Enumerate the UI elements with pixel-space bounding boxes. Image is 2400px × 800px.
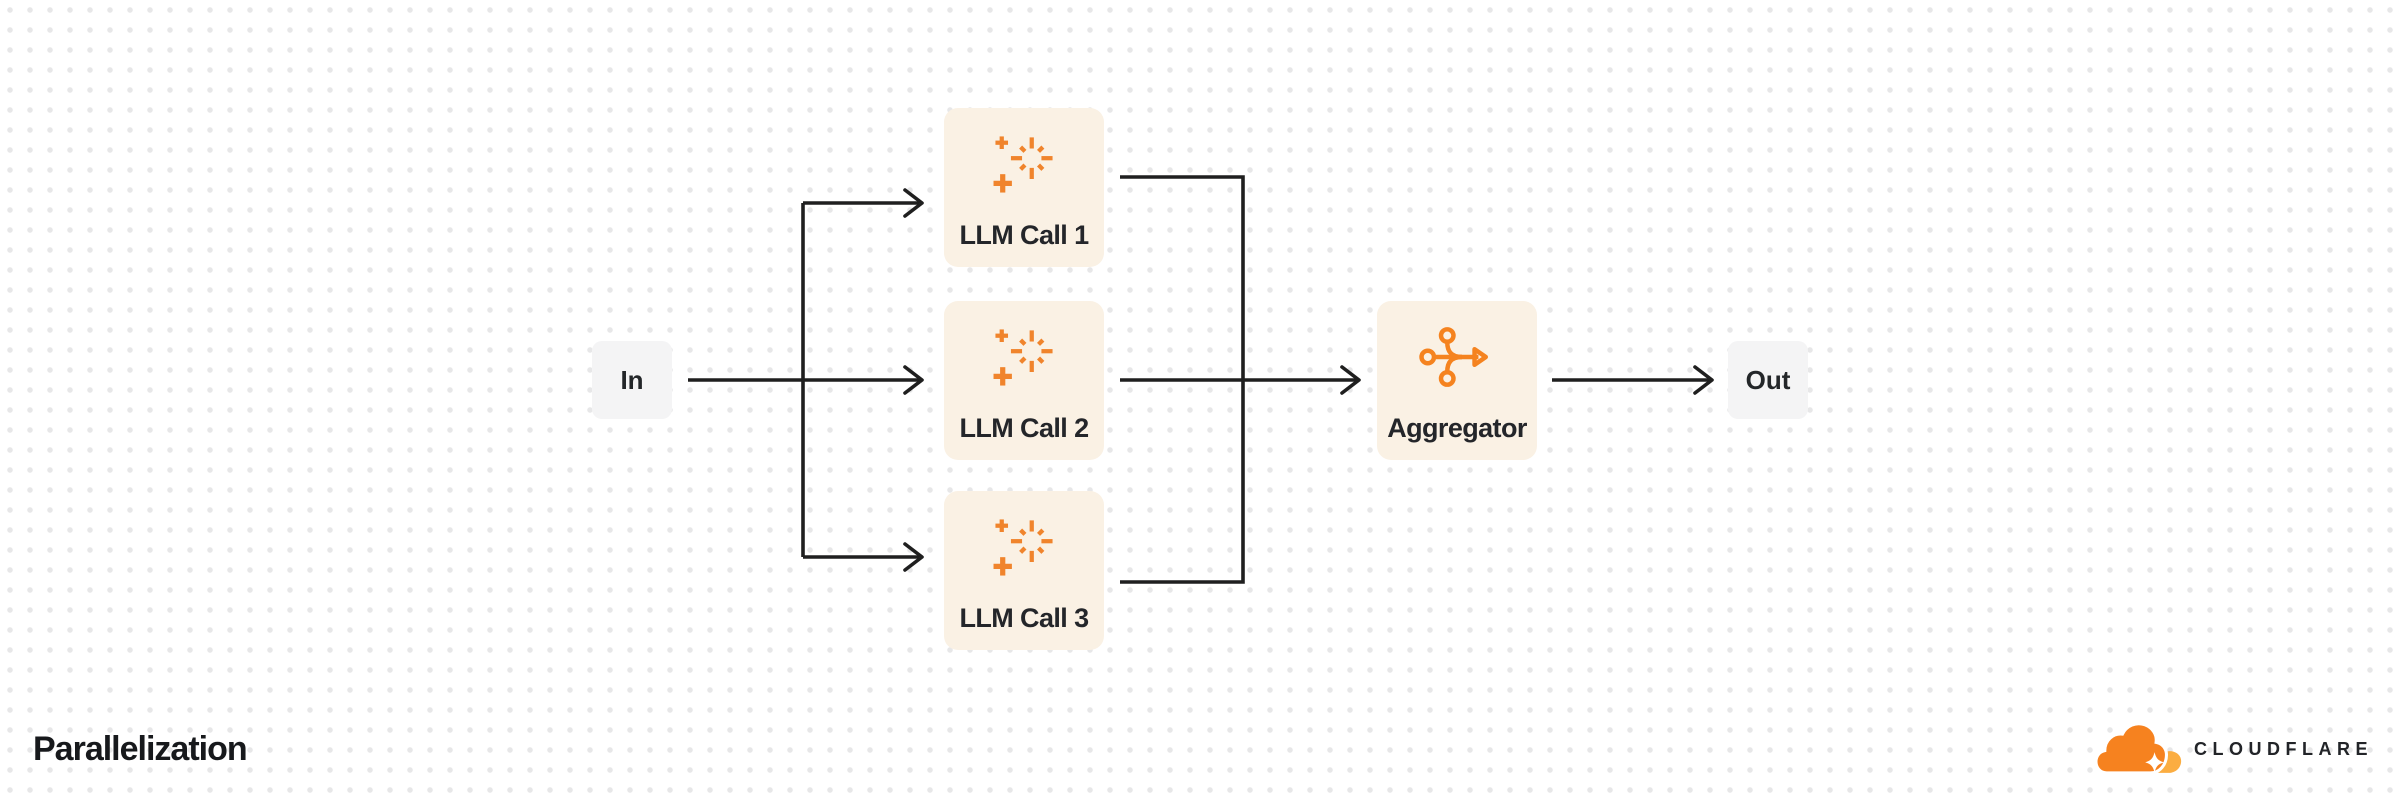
- page-title: Parallelization: [33, 730, 248, 768]
- arrowhead-aggregator: [1340, 365, 1361, 395]
- node-in-label: In: [620, 364, 644, 395]
- node-in: In: [592, 341, 672, 419]
- arrowhead-out: [1693, 365, 1714, 395]
- node-llm-call-2-label: LLM Call 2: [959, 413, 1089, 443]
- node-out: Out: [1728, 341, 1808, 419]
- node-aggregator: Aggregator: [1377, 301, 1537, 460]
- sparkle-icon: [993, 326, 1055, 388]
- arrowhead-llm1: [903, 188, 924, 218]
- sparkle-icon: [993, 133, 1055, 195]
- arrowhead-llm3: [903, 542, 924, 572]
- node-out-label: Out: [1745, 364, 1791, 395]
- arrowhead-llm2: [903, 365, 924, 395]
- cloudflare-wordmark: CLOUDFLARE: [2194, 738, 2373, 759]
- node-llm-call-3: LLM Call 3: [944, 491, 1104, 650]
- node-llm-call-2: LLM Call 2: [944, 301, 1104, 460]
- sparkle-icon: [993, 516, 1055, 578]
- cloudflare-logo: CLOUDFLARE: [2093, 718, 2373, 776]
- cloudflare-cloud-icon: [2094, 722, 2182, 775]
- node-aggregator-label: Aggregator: [1387, 413, 1527, 443]
- node-llm-call-1: LLM Call 1: [944, 108, 1104, 267]
- node-llm-call-1-label: LLM Call 1: [959, 220, 1089, 250]
- node-llm-call-3-label: LLM Call 3: [959, 603, 1089, 633]
- merge-arrow-icon: [1418, 325, 1496, 389]
